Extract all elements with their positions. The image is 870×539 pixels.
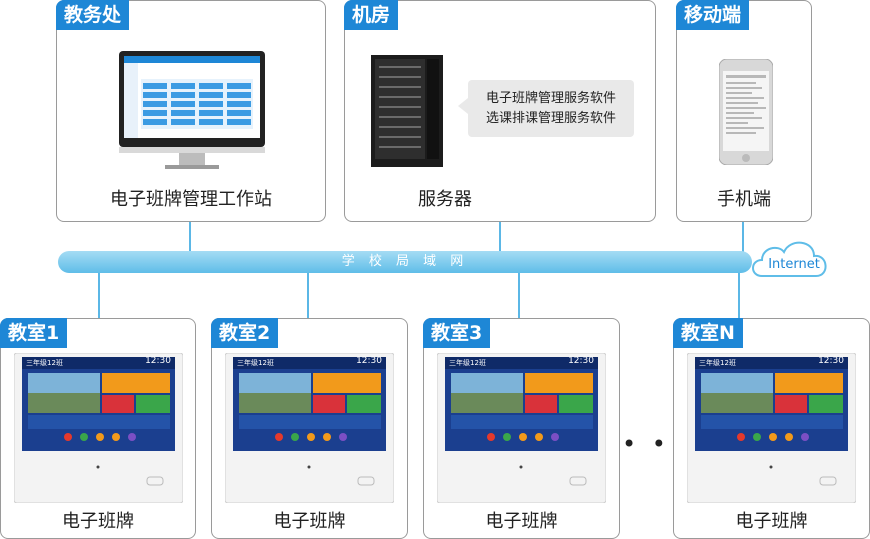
class-board-device: 三年级12班 12:30 (224, 352, 395, 504)
software-item: 电子班牌管理服务软件 (485, 91, 616, 106)
panel-classroom-2: 教室2 三年级12班 12:30 电子班牌 (211, 318, 408, 539)
panel-caption: 电子班牌 (735, 511, 808, 532)
panel-caption: 电子班牌 (485, 511, 558, 532)
link-line-room3 (518, 272, 520, 320)
link-line-mobile (742, 222, 744, 252)
link-line-room2 (307, 272, 309, 320)
clock-label: 12:30 (145, 356, 171, 366)
class-name-label: 三年级12班 (26, 359, 63, 367)
panel-tag: 教室2 (211, 318, 279, 348)
link-line-room1 (98, 272, 100, 320)
lan-label: 学 校 局 域 网 (341, 254, 469, 269)
link-line-server (499, 222, 501, 252)
link-line-workstation (189, 222, 191, 252)
panel-mobile: 移动端 手机端 (676, 0, 812, 222)
software-callout: 电子班牌管理服务软件 选课排课管理服务软件 (458, 80, 634, 137)
clock-label: 12:30 (568, 356, 594, 366)
panel-tag: 移动端 (676, 0, 750, 30)
class-name-label: 三年级12班 (449, 359, 486, 367)
panel-caption: 电子班牌 (62, 511, 134, 532)
panel-tag: 教室3 (423, 318, 491, 348)
server-rack-icon (371, 55, 443, 167)
panel-tag: 教室N (673, 318, 743, 348)
panel-classroom-1: 教室1 三年级12班 12:30 电子班牌 (0, 318, 196, 539)
internet-label: Internet (768, 257, 820, 272)
monitor-icon (119, 51, 265, 169)
class-board-device: 三年级12班 12:30 (13, 352, 184, 504)
clock-label: 12:30 (356, 356, 382, 366)
panel-tag: 机房 (344, 0, 399, 30)
lan-pipe: 学 校 局 域 网 (58, 251, 752, 273)
clock-label: 12:30 (818, 356, 844, 366)
class-name-label: 三年级12班 (699, 359, 736, 367)
class-name-label: 三年级12班 (237, 359, 274, 367)
panel-tag: 教务处 (56, 0, 130, 30)
panel-caption: 手机端 (717, 189, 771, 210)
panel-caption: 服务器 (418, 189, 472, 210)
internet-cloud-icon (752, 241, 827, 277)
panel-classroom-3: 教室3 三年级12班 12:30 电子班牌 (423, 318, 620, 539)
class-board-device: 三年级12班 12:30 (686, 352, 857, 504)
software-item: 选课排课管理服务软件 (485, 111, 616, 126)
panel-caption: 电子班牌管理工作站 (110, 189, 272, 210)
panel-tag: 教室1 (0, 318, 68, 348)
panel-caption: 电子班牌 (273, 511, 346, 532)
link-line-roomN (738, 272, 740, 320)
smartphone-icon (719, 59, 773, 165)
class-board-device: 三年级12班 12:30 (436, 352, 607, 504)
panel-classroom-n: 教室N 三年级12班 12:30 电子班牌 (673, 318, 870, 539)
panel-academic-office: 教务处 电子班牌管理工作站 (56, 0, 326, 222)
